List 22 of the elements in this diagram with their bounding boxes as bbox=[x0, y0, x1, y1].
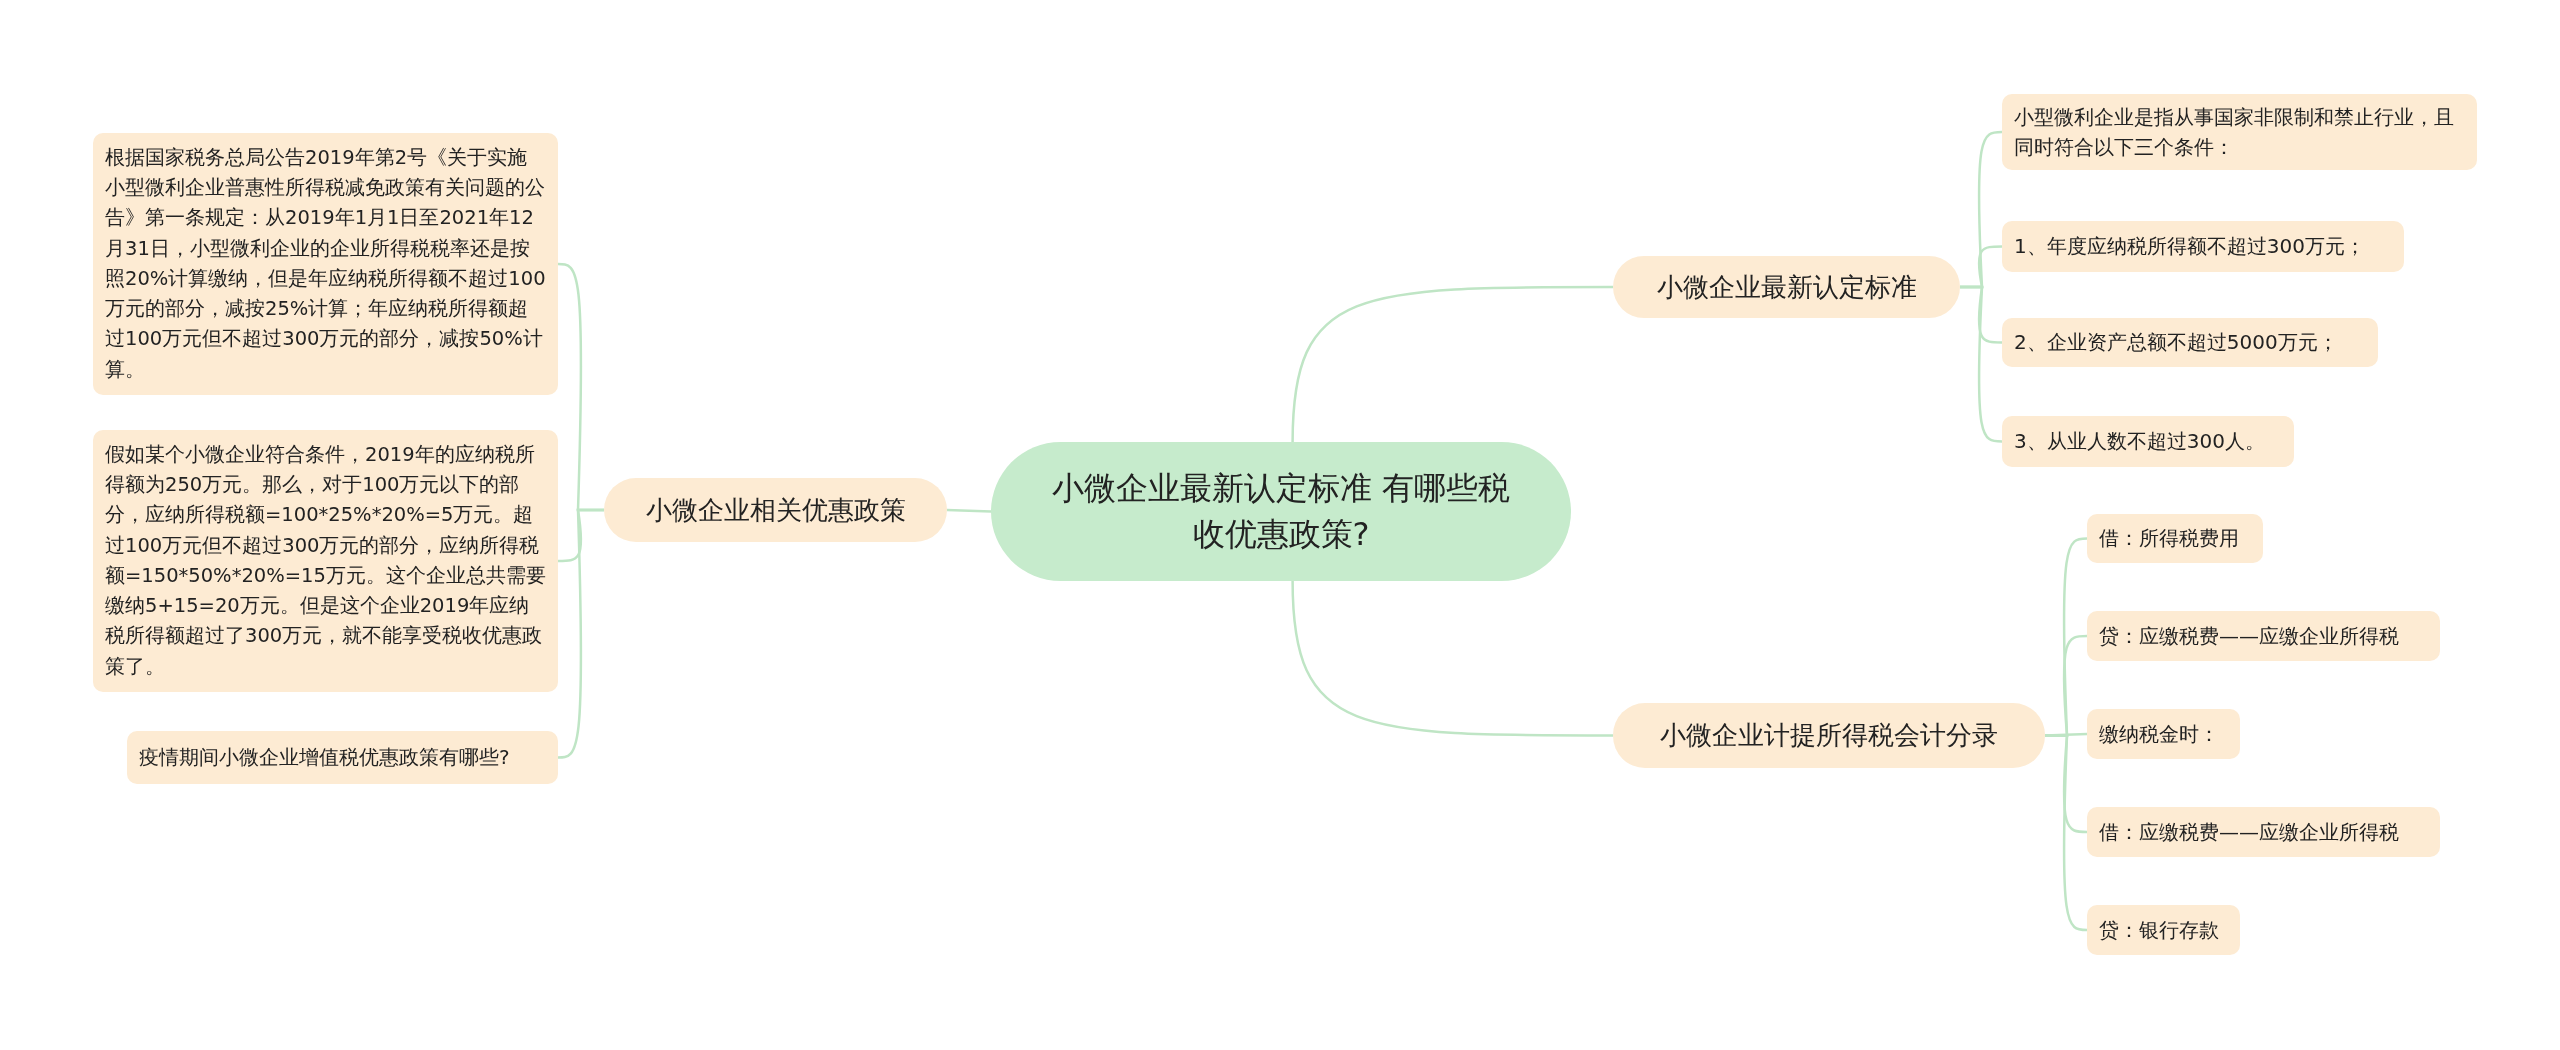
note-card: 小型微利企业是指从事国家非限制和禁止行业，且同时符合以下三个条件： bbox=[2002, 94, 2477, 170]
central-topic: 小微企业最新认定标准 有哪些税收优惠政策? bbox=[991, 441, 1571, 581]
note-card: 借：所得税费用 bbox=[2087, 513, 2263, 563]
note-card: 假如某个小微企业符合条件，2019年的应纳税所得额为250万元。那么，对于100万元以下的部分，应纳所得税额=100*25%*20%=5万元。超过100万元但不超过300万元的部分，应纳所得税额=150*50%*20%=15万元。这个企业总共需要缴纳5+15=20万元。但是这个企业2019年应纳税所得额超过了300万元，就不能享受税收优惠政策了。 bbox=[93, 430, 558, 692]
connector-line bbox=[2045, 734, 2088, 932]
topic-pill: 小微企业计提所得税会计分录 bbox=[1613, 702, 2045, 768]
connector-line bbox=[1291, 285, 1613, 443]
topic-pill: 小微企业最新认定标准 bbox=[1613, 256, 1960, 318]
connector-line bbox=[1291, 580, 1613, 737]
note-card: 3、从业人数不超过300人。 bbox=[2002, 415, 2294, 467]
note-card: 贷：应缴税费——应缴企业所得税 bbox=[2087, 611, 2440, 661]
note-card: 2、企业资产总额不超过5000万元； bbox=[2002, 317, 2378, 367]
connector-line bbox=[1960, 285, 2003, 443]
note-card: 疫情期间小微企业增值税优惠政策有哪些? bbox=[127, 730, 558, 784]
note-card: 根据国家税务总局公告2019年第2号《关于实施小型微利企业普惠性所得税减免政策有关问题的公告》第一条规定：从2019年1月1日至2021年12月31日，小型微利企业的企业所得税税率还是按照20%计算缴纳，但是年应纳税所得额不超过100万元的部分，减按25%计算；年应纳税所得额超过100万元但不超过300万元的部分，减按50%计算。 bbox=[93, 133, 558, 395]
note-card: 缴纳税金时： bbox=[2087, 709, 2240, 759]
topic-pill: 小微企业相关优惠政策 bbox=[604, 478, 947, 542]
note-card: 1、年度应纳税所得额不超过300万元； bbox=[2002, 220, 2404, 272]
connector-line bbox=[557, 508, 604, 759]
note-card: 借：应缴税费——应缴企业所得税 bbox=[2087, 807, 2440, 857]
note-card: 贷：银行存款 bbox=[2087, 905, 2240, 955]
connector-line bbox=[946, 508, 992, 513]
